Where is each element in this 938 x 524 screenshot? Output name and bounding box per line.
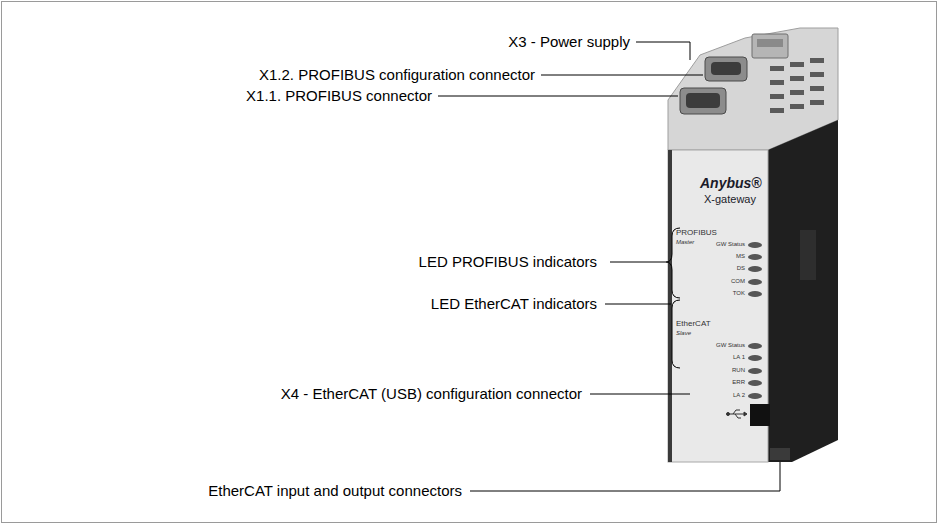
bracket — [666, 228, 680, 368]
led-label: GW Status — [716, 342, 745, 348]
usb-symbol — [727, 410, 748, 418]
led — [748, 242, 762, 399]
panel-text: EtherCAT — [676, 320, 711, 328]
panel-text: Master — [676, 239, 694, 245]
callout-text: EtherCAT input and output connectors — [208, 482, 462, 500]
callout-text: LED PROFIBUS indicators — [419, 253, 597, 271]
led-label: COM — [731, 278, 745, 284]
led-label: LA 1 — [733, 354, 745, 360]
led-label: GW Status — [716, 241, 745, 247]
logo-text: Anybus® — [700, 175, 762, 192]
callout-text: X1.1. PROFIBUS connector — [246, 87, 432, 105]
callout-text: LED EtherCAT indicators — [431, 295, 597, 313]
led-label: RUN — [732, 367, 745, 373]
callout-text: X4 - EtherCAT (USB) configuration connec… — [281, 385, 582, 403]
ethercat-connector — [770, 448, 790, 460]
led-label: DS — [737, 265, 745, 271]
panel-edge — [668, 150, 672, 462]
device-side — [768, 120, 838, 462]
callout-text: X3 - Power supply — [508, 33, 630, 51]
dsub-connector — [705, 57, 747, 81]
side-recess — [800, 230, 816, 280]
callout-text: X1.2. PROFIBUS configuration connector — [259, 66, 535, 84]
led-label: ERR — [732, 379, 745, 385]
led-label: LA 2 — [733, 392, 745, 398]
dsub-connector — [680, 88, 726, 114]
vents — [770, 58, 824, 113]
dsub-socket — [686, 93, 720, 108]
usb-port — [750, 404, 770, 426]
dsub-socket — [711, 62, 741, 75]
led-label: MS — [736, 253, 745, 259]
power-connector — [752, 34, 788, 58]
power-connector-pins — [757, 39, 783, 47]
panel-text: Slave — [676, 330, 691, 336]
panel-text: PROFIBUS — [676, 229, 717, 237]
led-label: TOK — [733, 290, 745, 296]
product-name: X-gateway — [704, 193, 756, 206]
